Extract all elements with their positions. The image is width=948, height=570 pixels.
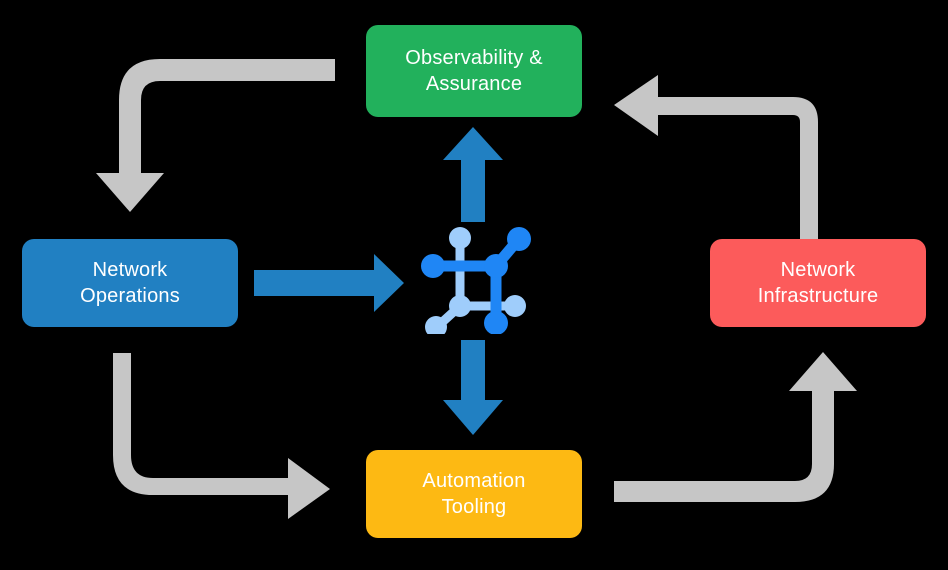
node-label-automation-tooling: Automation Tooling bbox=[422, 470, 526, 518]
node-box-automation-tooling[interactable]: Automation Tooling bbox=[366, 450, 582, 538]
blue-arrow-up bbox=[443, 127, 503, 222]
node-box-network-operations[interactable]: Network Operations bbox=[22, 239, 238, 327]
node-label-network-infrastructure: Network Infrastructure bbox=[757, 259, 879, 307]
gray-elbow-arrow-bottom-right bbox=[614, 352, 857, 502]
node-box-network-infrastructure[interactable]: Network Infrastructure bbox=[710, 239, 926, 327]
node-label-network-operations: Network Operations bbox=[80, 259, 180, 307]
node-label-observability: Observability & Assurance bbox=[405, 47, 543, 95]
gray-elbow-arrow-top-left bbox=[96, 59, 335, 212]
blue-arrow-right bbox=[254, 254, 404, 312]
network-topology-icon bbox=[421, 227, 531, 334]
blue-arrow-down bbox=[443, 340, 503, 435]
gray-elbow-arrow-top-right bbox=[614, 75, 818, 245]
gray-elbow-arrow-bottom-left bbox=[113, 353, 330, 519]
node-box-observability[interactable]: Observability & Assurance bbox=[366, 25, 582, 117]
